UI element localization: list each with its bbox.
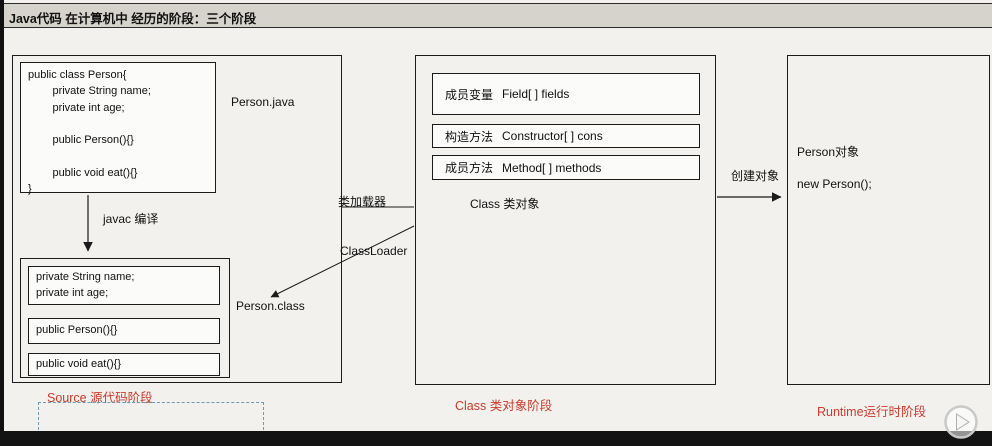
class-member-method-box: public void eat(){} <box>28 353 220 376</box>
new-person-code: new Person(); <box>797 177 872 191</box>
play-icon <box>956 413 970 431</box>
runtime-stage-label: Runtime运行时阶段 <box>817 405 927 419</box>
person-java-code: public class Person{ private String name… <box>28 69 151 195</box>
methods-box-en: Method[ ] methods <box>502 160 602 175</box>
class-loader-en-label: ClassLoader <box>340 244 408 258</box>
person-java-label: Person.java <box>231 95 295 109</box>
class-stage-outer-box <box>415 55 716 385</box>
class-loader-cn-label: 类加载器 <box>338 195 387 209</box>
person-class-label: Person.class <box>236 299 305 313</box>
methods-box: 成员方法 Method[ ] methods <box>432 155 700 180</box>
javac-compile-label: javac 编译 <box>103 212 159 226</box>
class-member-fields-text: private String name; private int age; <box>36 270 135 299</box>
person-object-label: Person对象 <box>797 145 860 159</box>
fields-box-en: Field[ ] fields <box>502 87 570 101</box>
runtime-stage-outer-box <box>787 55 990 385</box>
class-member-method-text: public void eat(){} <box>36 357 121 370</box>
play-button[interactable] <box>941 402 981 442</box>
page-title: Java代码 在计算机中 经历的阶段：三个阶段 <box>9 12 257 26</box>
title-bar: Java代码 在计算机中 经历的阶段：三个阶段 <box>0 3 992 28</box>
person-java-code-box: public class Person{ private String name… <box>20 62 216 195</box>
person-class-outer-box <box>20 258 230 378</box>
video-progress-bar[interactable] <box>0 431 992 446</box>
class-member-constructor-box: public Person(){} <box>28 318 220 344</box>
fields-box: 成员变量 Field[ ] fields <box>432 73 700 115</box>
fields-box-cn: 成员变量 <box>445 87 494 102</box>
constructor-box-en: Constructor[ ] cons <box>502 129 603 143</box>
class-object-label: Class 类对象 <box>470 197 540 211</box>
methods-box-cn: 成员方法 <box>445 161 494 175</box>
source-stage-label: Source 源代码阶段 <box>47 391 153 405</box>
class-member-constructor-text: public Person(){} <box>36 324 118 337</box>
class-stage-label: Class 类对象阶段 <box>455 399 553 413</box>
constructor-box: 构造方法 Constructor[ ] cons <box>432 124 700 148</box>
create-object-label: 创建对象 <box>731 169 780 183</box>
left-edge-strip <box>0 0 4 446</box>
constructor-box-cn: 构造方法 <box>445 129 494 144</box>
class-member-fields-box: private String name; private int age; <box>28 266 220 305</box>
source-stage-outer-box <box>12 55 342 383</box>
